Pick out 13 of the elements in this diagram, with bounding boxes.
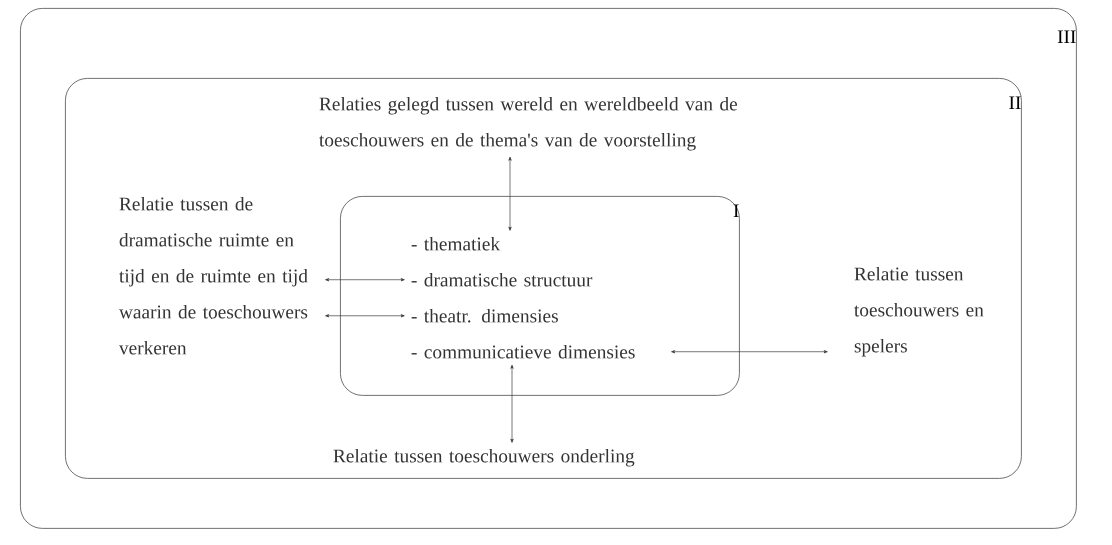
double-arrow [325,278,405,282]
double-arrow [325,314,405,318]
text-label: - theatr. dimensies [411,308,558,323]
text-label: Relaties gelegd tussen wereld en wereldbeeld van de toeschouwers en de thema's van de voorstelling [319,96,738,151]
text-label: - thematiek [411,236,501,251]
double-arrow [510,364,514,443]
text-label: - dramatische structuur [411,272,593,287]
double-arrow [671,350,828,354]
double-arrow [508,156,512,231]
text-label: Relatie tussen de dramatische ruimte en tijd en de ruimte en tijd waarin de toeschouwers verkeren [118,196,308,355]
text-label: Relatie tussen toeschouwers en spelers [854,266,984,357]
text-label: - communicatieve dimensies [411,344,635,359]
text-label: Relatie tussen toeschouwers onderling [333,448,635,467]
